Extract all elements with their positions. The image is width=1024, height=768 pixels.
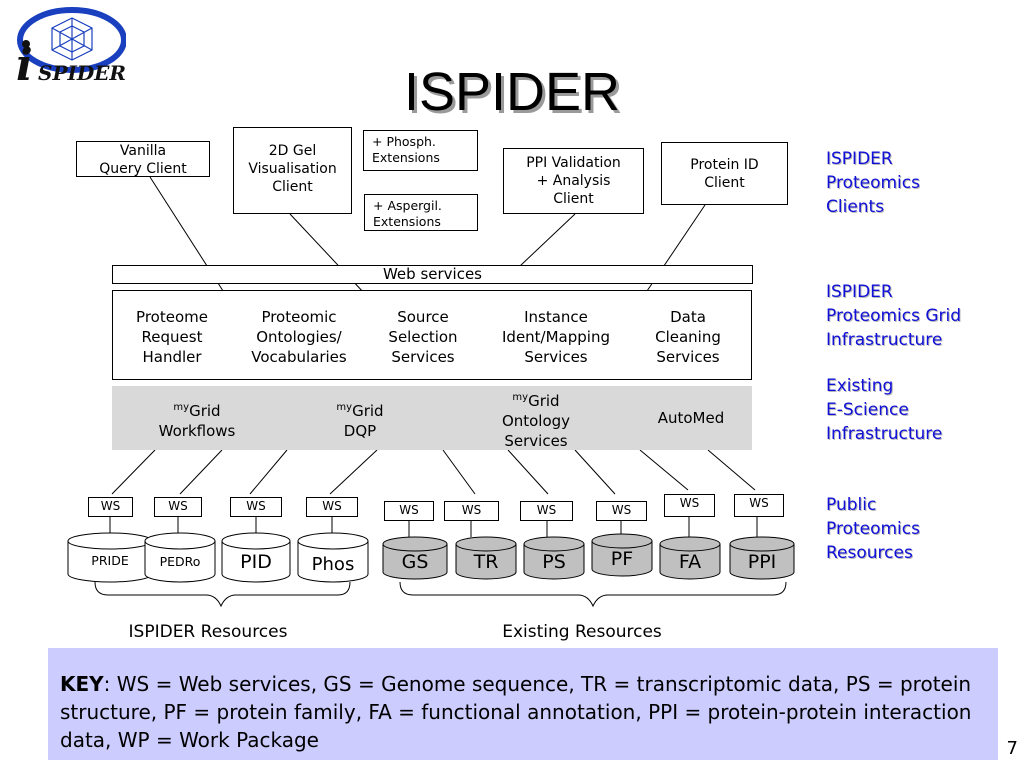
layer-label-clients: ISPIDER Proteomics Clients bbox=[826, 149, 920, 217]
ws-box: WS bbox=[444, 501, 499, 521]
database-pride: PRIDE bbox=[67, 532, 153, 583]
db-label-fa: FA bbox=[679, 551, 701, 573]
key-box: KEY: WS = Web services, GS = Genome sequ… bbox=[48, 648, 998, 760]
ws-box: WS bbox=[734, 494, 784, 517]
ppi-validation-client: PPI Validation + Analysis Client bbox=[503, 148, 644, 214]
logo-initial: i bbox=[16, 40, 33, 88]
layer-label-grid: ISPIDER Proteomics Grid Infrastructure bbox=[826, 282, 962, 350]
ispider-resources-label: ISPIDER Resources bbox=[128, 622, 288, 642]
grid-services-box: Proteome Request Handler Proteomic Ontol… bbox=[112, 290, 752, 380]
layer-label-escience: Existing E-Science Infrastructure bbox=[826, 376, 943, 444]
service-instance-mapping: Instance Ident/Mapping Services bbox=[502, 308, 610, 366]
database-gs: GS bbox=[382, 536, 448, 580]
database-tr: TR bbox=[455, 536, 517, 580]
gel-visualisation-client: 2D Gel Visualisation Client bbox=[233, 127, 352, 214]
service-proteome-request-handler: Proteome Request Handler bbox=[136, 308, 208, 366]
web-services-bar: Web services bbox=[112, 265, 753, 284]
db-label-pedro: PEDRo bbox=[160, 554, 201, 569]
service-proteomic-ontologies: Proteomic Ontologies/ Vocabularies bbox=[251, 308, 347, 366]
database-ps: PS bbox=[523, 536, 585, 580]
phosph-extensions: + Phosph. Extensions bbox=[363, 130, 478, 171]
ws-box: WS bbox=[154, 497, 202, 517]
db-label-phos: Phos bbox=[312, 554, 355, 575]
logo-text: SPIDER bbox=[38, 61, 126, 85]
existing-resources-label: Existing Resources bbox=[502, 622, 662, 642]
ws-box: WS bbox=[306, 497, 358, 517]
ws-box: WS bbox=[384, 501, 434, 521]
database-pedro: PEDRo bbox=[144, 532, 216, 583]
ws-box: WS bbox=[230, 497, 282, 517]
page-number: 7 bbox=[1006, 738, 1018, 759]
ws-box: WS bbox=[520, 501, 573, 521]
service-source-selection: Source Selection Services bbox=[388, 308, 458, 366]
db-label-ps: PS bbox=[542, 551, 566, 573]
db-label-ppi: PPI bbox=[748, 551, 777, 573]
database-fa: FA bbox=[659, 536, 721, 580]
database-ppi: PPI bbox=[729, 536, 795, 580]
db-label-tr: TR bbox=[473, 551, 499, 573]
db-label-pf: PF bbox=[611, 548, 633, 570]
service-data-cleaning: Data Cleaning Services bbox=[655, 308, 721, 366]
database-phos: Phos bbox=[297, 532, 369, 583]
protein-id-client: Protein ID Client bbox=[661, 142, 788, 205]
ws-box: WS bbox=[596, 501, 647, 521]
ws-box: WS bbox=[664, 494, 715, 517]
database-pf: PF bbox=[591, 533, 653, 577]
key-text: : WS = Web services, GS = Genome sequenc… bbox=[60, 672, 972, 752]
database-pid: PID bbox=[221, 532, 291, 583]
page-title: ISPIDER bbox=[403, 62, 621, 122]
db-label-gs: GS bbox=[402, 551, 429, 573]
key-label: KEY bbox=[60, 672, 104, 696]
automed: AutoMed bbox=[657, 409, 725, 427]
aspergil-extensions: + Aspergil. Extensions bbox=[364, 194, 478, 231]
resource-databases: PRIDE PEDRo PID Phos GS TR PS PF FA bbox=[67, 532, 795, 583]
db-label-pid: PID bbox=[240, 551, 272, 573]
db-label-pride: PRIDE bbox=[91, 553, 129, 568]
ispider-logo: i SPIDER bbox=[8, 6, 127, 91]
layer-label-public: Public Proteomics Resources bbox=[826, 495, 920, 563]
ws-box: WS bbox=[88, 497, 133, 517]
vanilla-query-client: Vanilla Query Client bbox=[76, 141, 210, 177]
